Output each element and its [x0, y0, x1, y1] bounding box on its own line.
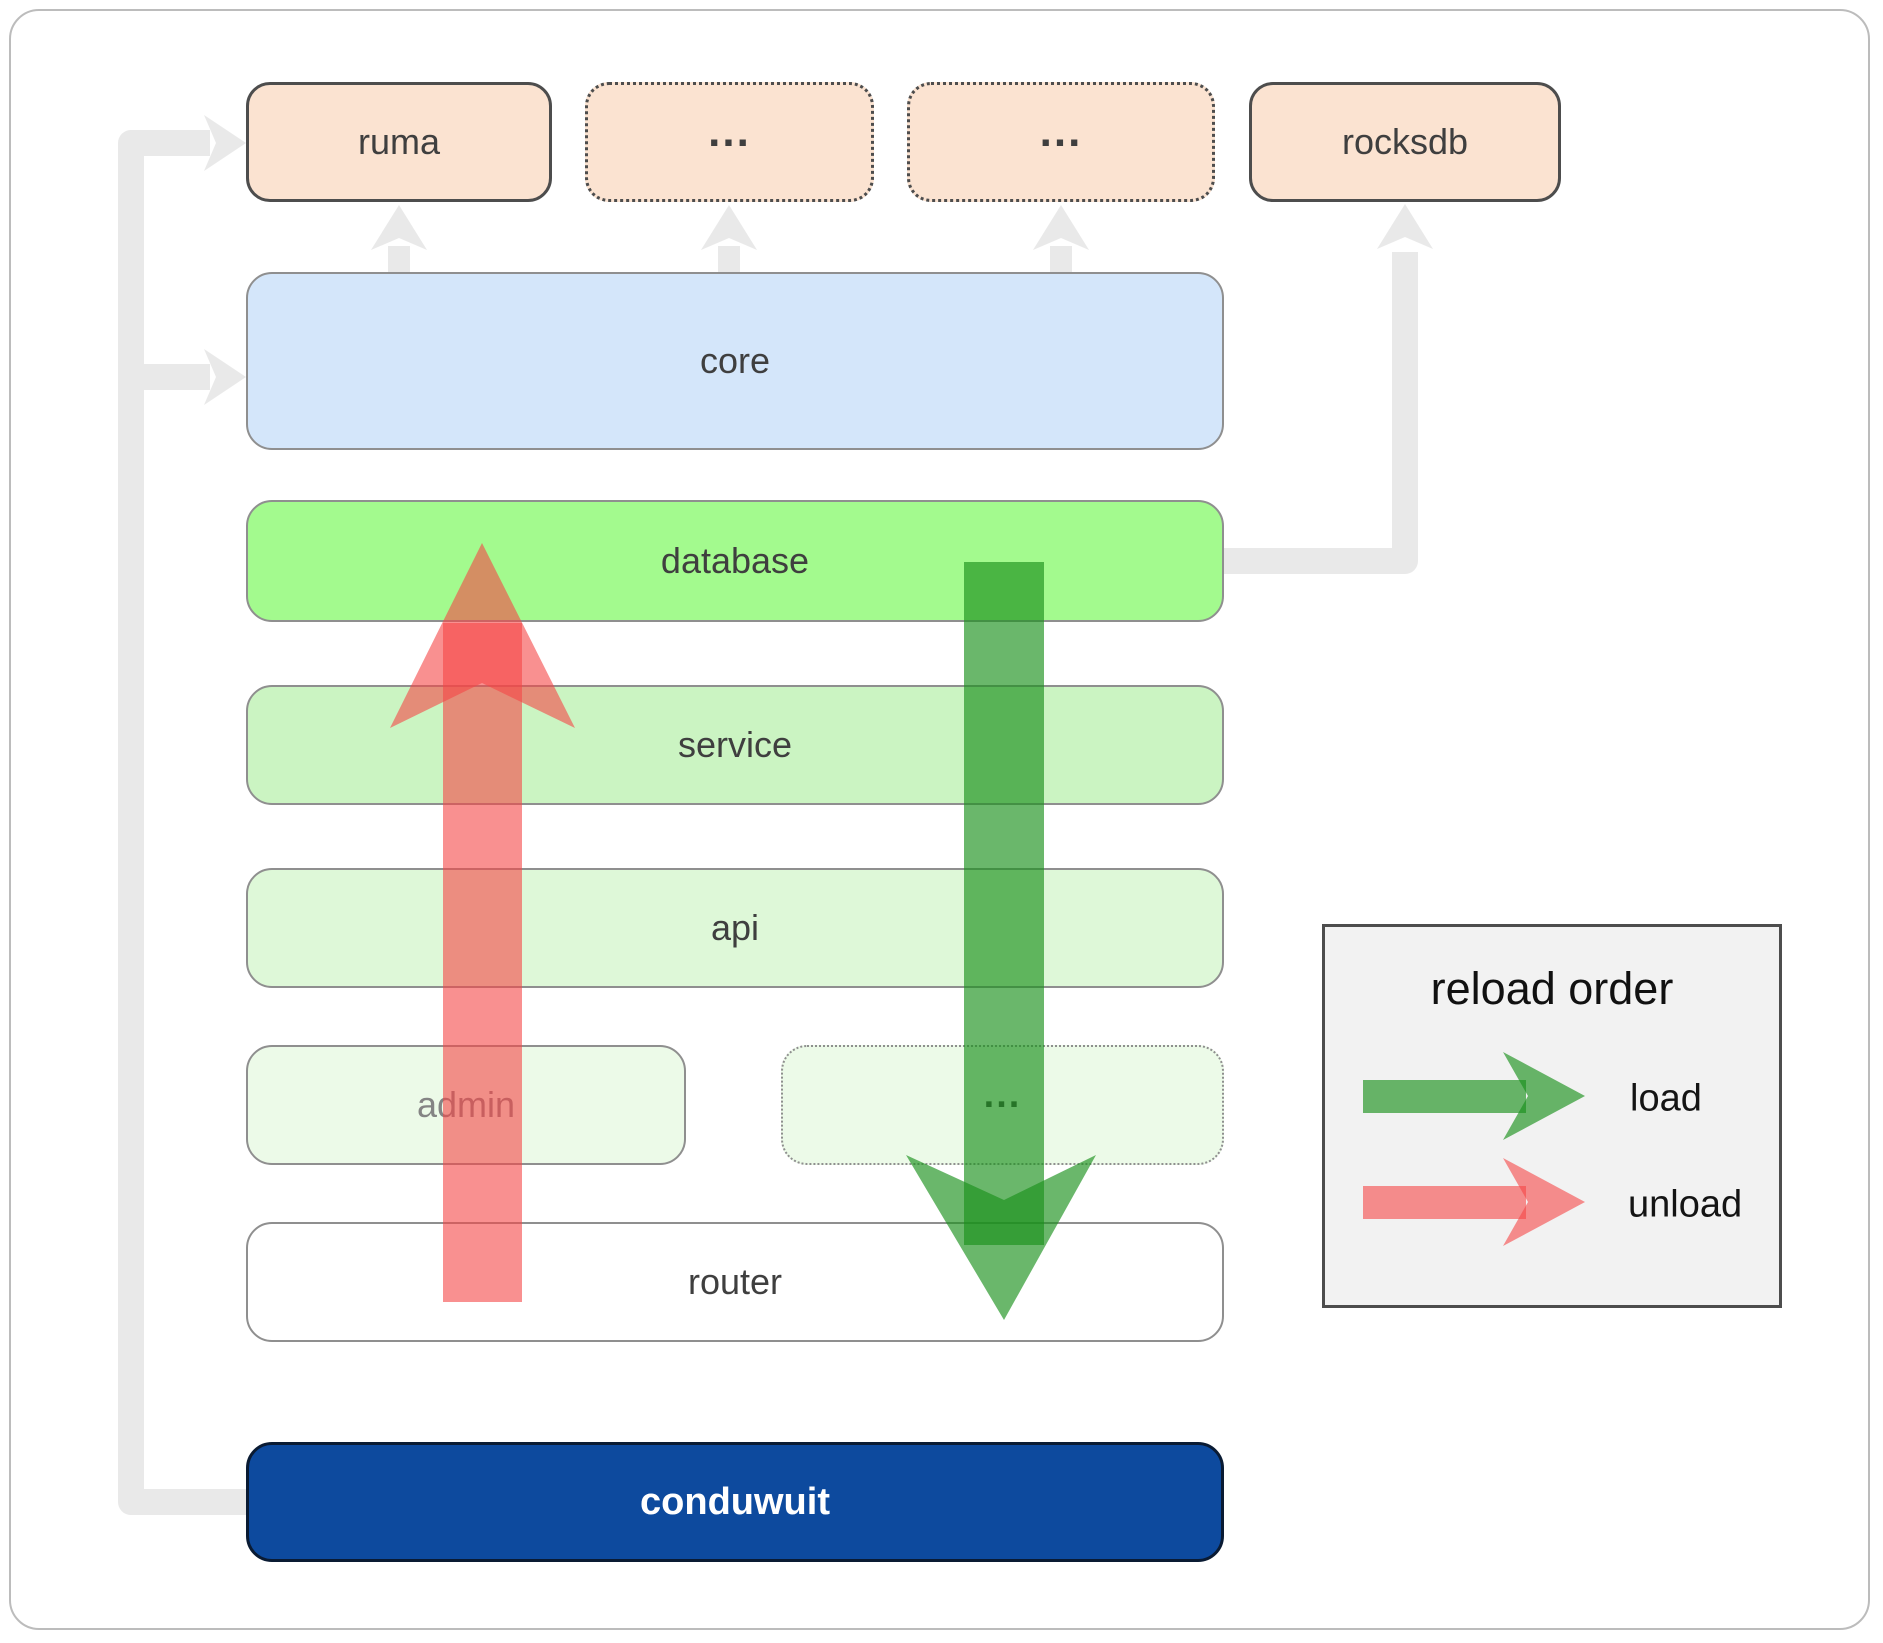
node-ruma: ruma: [246, 82, 552, 202]
legend-title: reload order: [1430, 963, 1674, 1014]
node-core: core: [246, 272, 1224, 450]
node-ruma-label: ruma: [357, 121, 441, 162]
node-router-label: router: [687, 1261, 783, 1302]
node-service: service: [246, 685, 1224, 805]
node-api-label: api: [710, 907, 760, 948]
node-rocksdb-label: rocksdb: [1341, 121, 1469, 162]
node-database-label: database: [660, 540, 810, 581]
node-ellipsis-1-label: ...: [708, 107, 751, 156]
node-conduwuit-label: conduwuit: [640, 1480, 830, 1523]
legend-load-label: load: [1630, 1077, 1702, 1120]
node-ellipsis-3-label: ...: [983, 1073, 1022, 1116]
node-ellipsis-1: ...: [585, 82, 874, 202]
node-admin: admin: [246, 1045, 686, 1165]
legend-unload-label: unload: [1628, 1183, 1743, 1226]
node-ellipsis-3: ...: [781, 1045, 1224, 1165]
node-conduwuit: conduwuit: [246, 1442, 1224, 1562]
node-service-label: service: [677, 724, 793, 765]
node-database: database: [246, 500, 1224, 622]
node-router: router: [246, 1222, 1224, 1342]
node-admin-label: admin: [416, 1084, 516, 1125]
legend: reload order load unload: [1322, 924, 1782, 1308]
node-ellipsis-2: ...: [907, 82, 1215, 202]
node-core-label: core: [699, 340, 771, 381]
node-ellipsis-2-label: ...: [1039, 107, 1083, 156]
node-rocksdb: rocksdb: [1249, 82, 1561, 202]
page-border: [9, 9, 1870, 1630]
node-api: api: [246, 868, 1224, 988]
